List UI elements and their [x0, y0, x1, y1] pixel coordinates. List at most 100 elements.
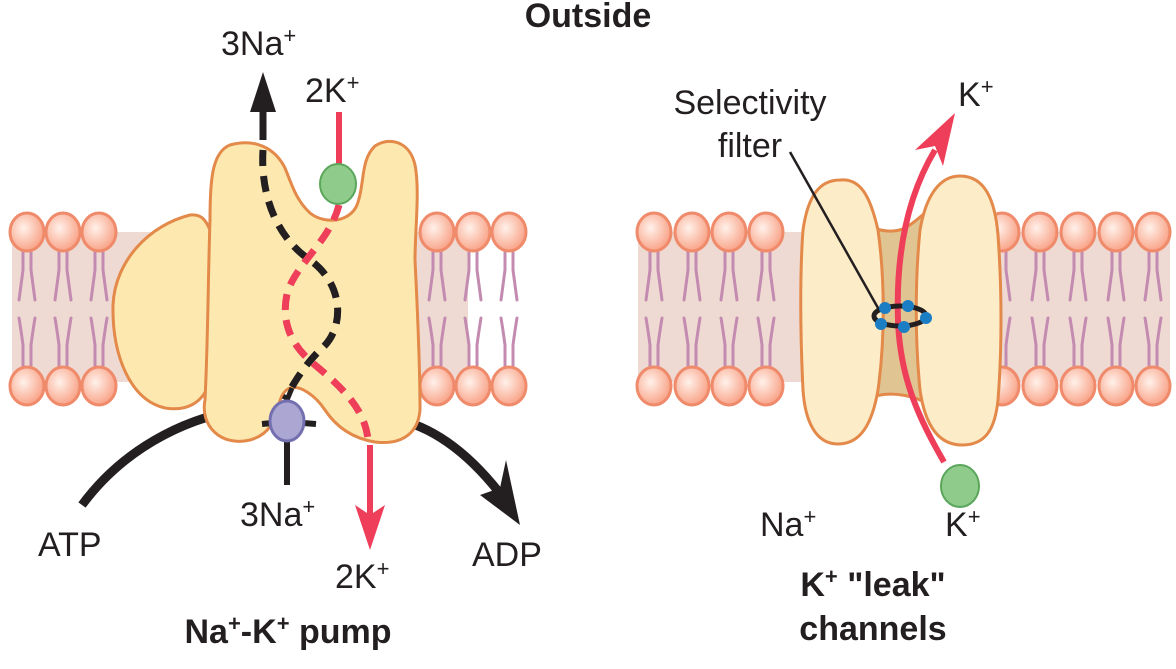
- filter-dot: [879, 302, 891, 314]
- lipid-tail: [65, 246, 73, 302]
- lipid-tail: [475, 246, 483, 302]
- phospholipid: [490, 211, 528, 407]
- channel-caption-line2: channels: [799, 610, 946, 648]
- lipid-tail: [1155, 316, 1163, 370]
- lipid-head: [1097, 211, 1135, 253]
- phospholipid: [1134, 211, 1172, 407]
- lipid-tail: [694, 316, 702, 370]
- lipid-tail: [1068, 246, 1076, 302]
- lipid-tail: [719, 246, 727, 302]
- lipid-head: [635, 211, 673, 253]
- lipid-head: [8, 365, 46, 407]
- lipid-tail: [756, 246, 764, 302]
- lipid-tail: [17, 246, 25, 302]
- lipid-tail: [511, 316, 519, 370]
- lipid-tail: [1030, 316, 1038, 370]
- lipid-tail: [768, 316, 776, 370]
- lipid-tail: [1118, 316, 1126, 370]
- lipid-tail: [719, 316, 727, 370]
- lipid-tail: [1155, 246, 1163, 302]
- lipid-tail: [475, 316, 483, 370]
- lipid-tail: [499, 246, 507, 302]
- lipid-head: [1059, 211, 1097, 253]
- selectivity-filter-dots: [875, 300, 932, 333]
- lipid-tail: [682, 246, 690, 302]
- lipid-tail: [53, 316, 61, 370]
- lipid-tail: [1143, 316, 1151, 370]
- lipid-head: [44, 211, 82, 253]
- pump-bottom-potassium-label: 2K+: [335, 556, 389, 596]
- phospholipid: [80, 211, 118, 407]
- lipid-tail: [731, 316, 739, 370]
- phospholipid: [1097, 211, 1135, 407]
- phospholipid: [418, 211, 456, 407]
- channel-bottom-potassium-label: K+: [945, 504, 981, 544]
- lipid-head: [635, 365, 673, 407]
- phospholipid: [673, 211, 711, 407]
- lipid-tail: [439, 246, 447, 302]
- lipid-tail: [427, 246, 435, 302]
- lipid-tail: [1030, 246, 1038, 302]
- atp-label: ATP: [38, 526, 102, 564]
- phospholipid: [747, 211, 785, 407]
- lipid-tail: [29, 316, 37, 370]
- pump-body: [202, 140, 422, 445]
- na-k-pump: 3Na+ 2K+ 3Na+ 2K+ ATP ADP Na+-K+ pump: [38, 23, 542, 651]
- lipid-tail: [439, 316, 447, 370]
- lipid-tail: [17, 316, 25, 370]
- lipid-head: [8, 211, 46, 253]
- lipid-head: [1097, 365, 1135, 407]
- lipid-head: [44, 365, 82, 407]
- lipid-tail: [644, 246, 652, 302]
- lipid-head: [1021, 365, 1059, 407]
- lipid-head: [747, 211, 785, 253]
- phospholipid: [1059, 211, 1097, 407]
- filter-dot: [898, 321, 910, 333]
- lipid-tail: [1068, 316, 1076, 370]
- channel-right-subunit: [914, 174, 1003, 447]
- sodium-site-top-connector: [284, 387, 295, 401]
- lipid-tail: [1106, 246, 1114, 302]
- filter-dot: [902, 300, 914, 312]
- channel-potassium-path: [894, 148, 947, 464]
- pump-bottom-sodium-label: 3Na+: [240, 494, 315, 534]
- lipid-tail: [1042, 316, 1050, 370]
- channel-lipids: [635, 211, 1172, 407]
- lipid-tail: [499, 316, 507, 370]
- lipid-tail: [511, 246, 519, 302]
- selectivity-label-line2: filter: [718, 127, 782, 165]
- lipid-tail: [463, 316, 471, 370]
- potassium-dashed-path: [281, 204, 372, 441]
- pump-sodium-site: [268, 399, 306, 443]
- lipid-tail: [29, 246, 37, 302]
- phospholipid: [635, 211, 673, 407]
- channel-caption-line1: K+ "leak": [800, 564, 945, 604]
- potassium-down-arrowhead-icon: [355, 505, 385, 550]
- channel-left-subunit: [799, 178, 885, 446]
- lipid-tail: [756, 316, 764, 370]
- lipid-tail: [101, 316, 109, 370]
- lipid-tail: [1143, 246, 1151, 302]
- lipid-tail: [463, 246, 471, 302]
- lipid-tail: [1080, 316, 1088, 370]
- adp-arrowhead-icon: [480, 460, 520, 525]
- lipid-head: [418, 365, 456, 407]
- filter-dot: [875, 318, 887, 330]
- lipid-head: [490, 365, 528, 407]
- sodium-up-arrowhead-icon: [250, 72, 276, 112]
- pump-lipids: [8, 211, 528, 407]
- outside-label: Outside: [525, 0, 652, 35]
- lipid-tail: [1080, 246, 1088, 302]
- lipid-tail: [427, 316, 435, 370]
- lipid-tail: [1118, 246, 1126, 302]
- lipid-head: [1134, 211, 1172, 253]
- pump-top-potassium-label: 2K+: [305, 70, 359, 110]
- lipid-head: [710, 211, 748, 253]
- lipid-head: [673, 211, 711, 253]
- lipid-tail: [101, 246, 109, 302]
- lipid-tail: [731, 246, 739, 302]
- lipid-head: [710, 365, 748, 407]
- lipid-tail: [1042, 246, 1050, 302]
- filter-dot: [920, 312, 932, 324]
- pump-top-sodium-label: 3Na+: [221, 23, 296, 63]
